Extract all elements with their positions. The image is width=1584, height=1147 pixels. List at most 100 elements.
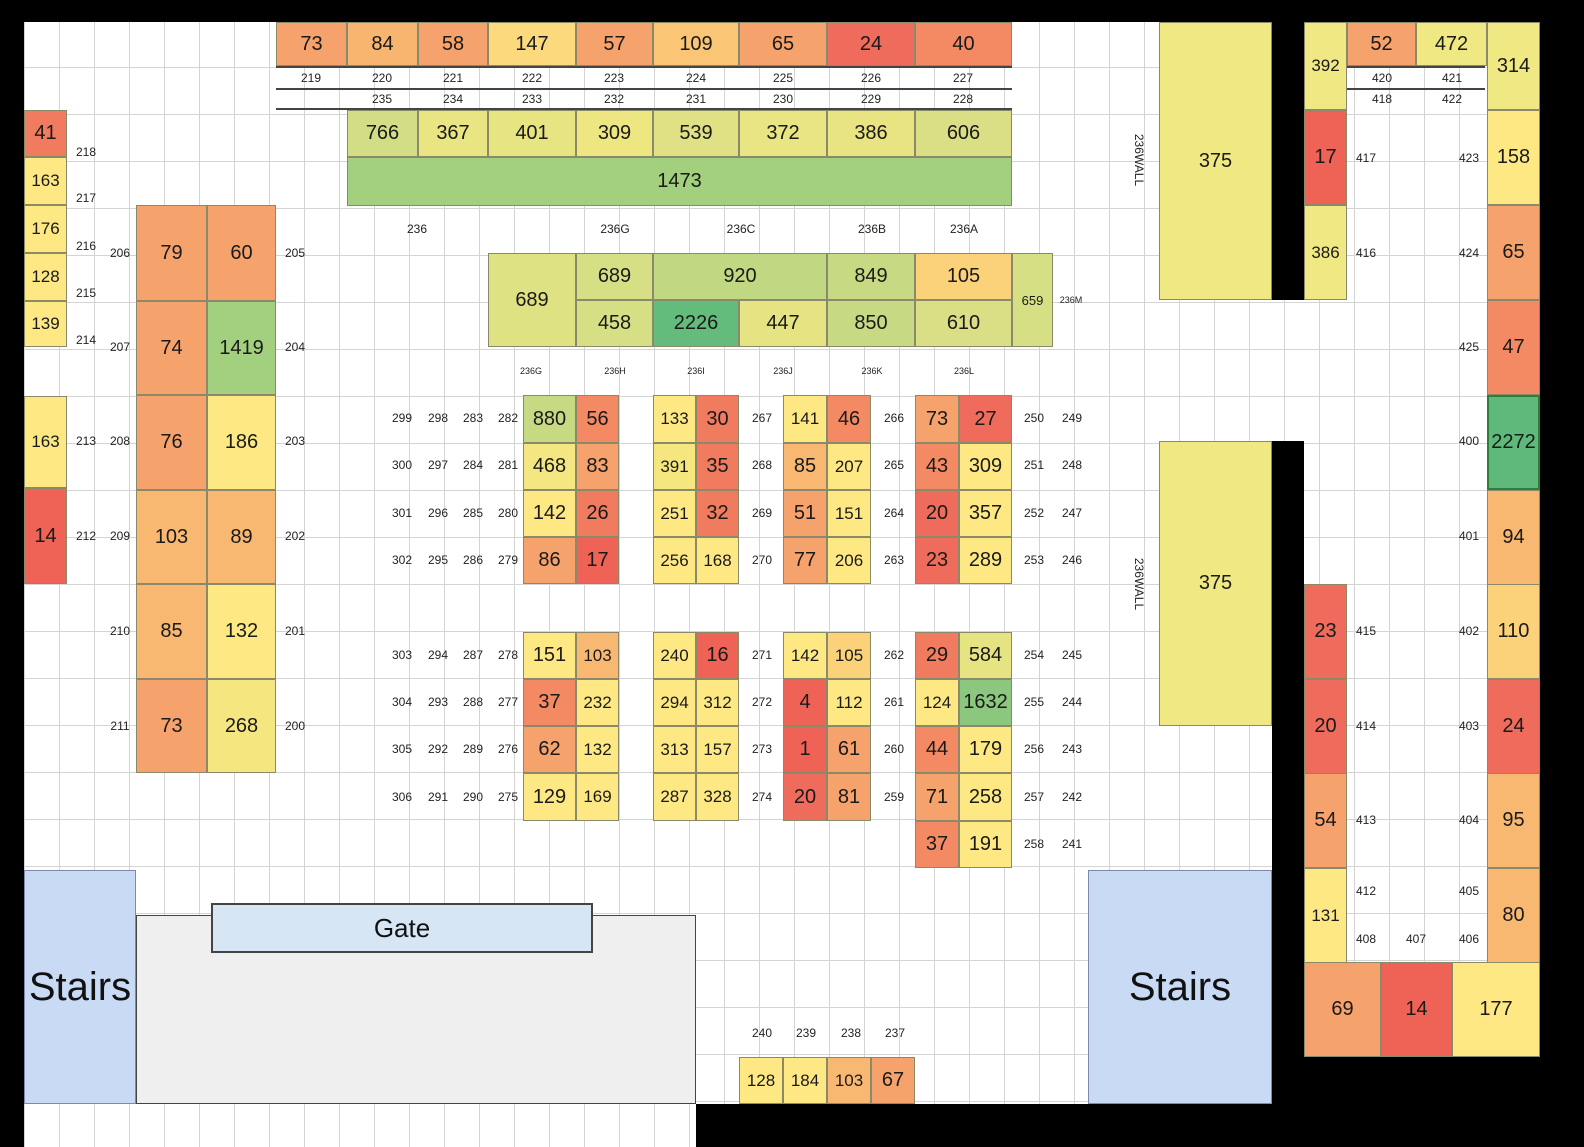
booth-number-label: 231 (685, 92, 707, 106)
booth-number-label: 237 (884, 1026, 906, 1040)
booth-number-label: 221 (442, 71, 464, 85)
booth-cell: 312 (696, 679, 739, 726)
booth-number-label: 226 (860, 71, 882, 85)
booth-cell: 40 (915, 22, 1012, 66)
booth-number-label: 236B (857, 222, 887, 236)
booth-cell: 256 (653, 537, 696, 584)
booth-number-label: 210 (109, 624, 131, 638)
booth-cell: 468 (523, 443, 576, 490)
booth-cell: 35 (696, 443, 739, 490)
booth-cell: 142 (783, 632, 827, 679)
booth-cell: 610 (915, 300, 1012, 347)
booth-cell: 103 (827, 1057, 871, 1104)
booth-number-label: 291 (427, 790, 449, 804)
booth-number-label: 408 (1355, 932, 1377, 946)
booth-cell: 157 (696, 726, 739, 773)
booth-number-label: 294 (427, 648, 449, 662)
booth-cell: 26 (576, 490, 619, 537)
booth-number-label: 296 (427, 506, 449, 520)
booth-cell: 132 (576, 726, 619, 773)
booth-cell: 86 (523, 537, 576, 584)
booth-number-label: 276 (497, 742, 519, 756)
booth-cell: 151 (523, 632, 576, 679)
booth-cell: 392 (1304, 22, 1347, 110)
booth-number-label: 236K (861, 366, 883, 376)
booth-cell: 81 (827, 773, 871, 821)
booth-number-label: 244 (1061, 695, 1083, 709)
booth-number-label: 407 (1405, 932, 1427, 946)
booth-number-label: 424 (1458, 246, 1480, 260)
booth-cell: 131 (1304, 868, 1347, 963)
wall-segment (0, 0, 24, 1147)
booth-cell: 176 (24, 205, 67, 253)
booth-cell: 65 (739, 22, 827, 66)
booth-number-label: 260 (883, 742, 905, 756)
booth-cell: 309 (959, 443, 1012, 490)
booth-cell: 314 (1487, 22, 1540, 110)
booth-number-label: 219 (300, 71, 322, 85)
booth-cell: 447 (739, 300, 827, 347)
booth-number-label: 228 (952, 92, 974, 106)
booth-number-label: 200 (284, 719, 306, 733)
booth-number-label: 251 (1023, 458, 1045, 472)
booth-cell: 43 (915, 443, 959, 490)
booth-cell: 659 (1012, 253, 1053, 347)
booth-number-label: 306 (391, 790, 413, 804)
booth-cell: 95 (1487, 773, 1540, 868)
booth-number-label: 287 (462, 648, 484, 662)
booth-number-label: 402 (1458, 624, 1480, 638)
booth-number-label: 283 (462, 411, 484, 425)
booth-number-label: 236 (406, 222, 428, 236)
wall-segment (0, 0, 1584, 22)
booth-cell: 124 (915, 679, 959, 726)
booth-number-label: 293 (427, 695, 449, 709)
booth-number-label: 236H (604, 366, 626, 376)
booth-number-label: 423 (1458, 151, 1480, 165)
booth-cell: 251 (653, 490, 696, 537)
booth-cell: 44 (915, 726, 959, 773)
booth-number-label: 271 (751, 648, 773, 662)
booth-cell: 16 (696, 632, 739, 679)
booth-number-label: 304 (391, 695, 413, 709)
booth-number-label: 213 (75, 434, 97, 448)
booth-cell: 61 (827, 726, 871, 773)
booth-cell: 60 (207, 205, 276, 301)
booth-cell: 141 (783, 395, 827, 443)
booth-number-label: 413 (1355, 813, 1377, 827)
booth-cell: 80 (1487, 868, 1540, 963)
booth-number-label: 242 (1061, 790, 1083, 804)
wall-segment (1540, 0, 1584, 1147)
booth-number-label: 236L (953, 366, 975, 376)
booth-number-label: 253 (1023, 553, 1045, 567)
booth-cell: 766 (347, 110, 418, 157)
booth-cell: 37 (523, 679, 576, 726)
booth-number-label: 418 (1371, 92, 1393, 106)
booth-cell: 109 (653, 22, 739, 66)
booth-cell: 20 (783, 773, 827, 821)
booth-cell: 129 (523, 773, 576, 821)
stairs-left: Stairs (24, 870, 136, 1104)
booth-number-label: 262 (883, 648, 905, 662)
booth-number-label: 201 (284, 624, 306, 638)
booth-number-label: 238 (840, 1026, 862, 1040)
booth-number-label: 400 (1458, 434, 1480, 448)
gate: Gate (211, 903, 593, 953)
booth-number-label: 416 (1355, 246, 1377, 260)
booth-number-label: 305 (391, 742, 413, 756)
booth-number-label: 236J (773, 366, 793, 376)
booth-cell: 179 (959, 726, 1012, 773)
stairs-right: Stairs (1088, 870, 1272, 1104)
booth-cell: 85 (136, 584, 207, 679)
booth-cell: 367 (418, 110, 488, 157)
booth-cell: 133 (653, 395, 696, 443)
booth-number-label: 236M (1059, 295, 1083, 305)
booth-number-label: 290 (462, 790, 484, 804)
booth-cell: 17 (1304, 110, 1347, 205)
booth-cell: 584 (959, 632, 1012, 679)
booth-number-label: 204 (284, 340, 306, 354)
booth-number-label: 286 (462, 553, 484, 567)
booth-number-label: 269 (751, 506, 773, 520)
booth-cell: 849 (827, 253, 915, 300)
booth-number-label: 247 (1061, 506, 1083, 520)
